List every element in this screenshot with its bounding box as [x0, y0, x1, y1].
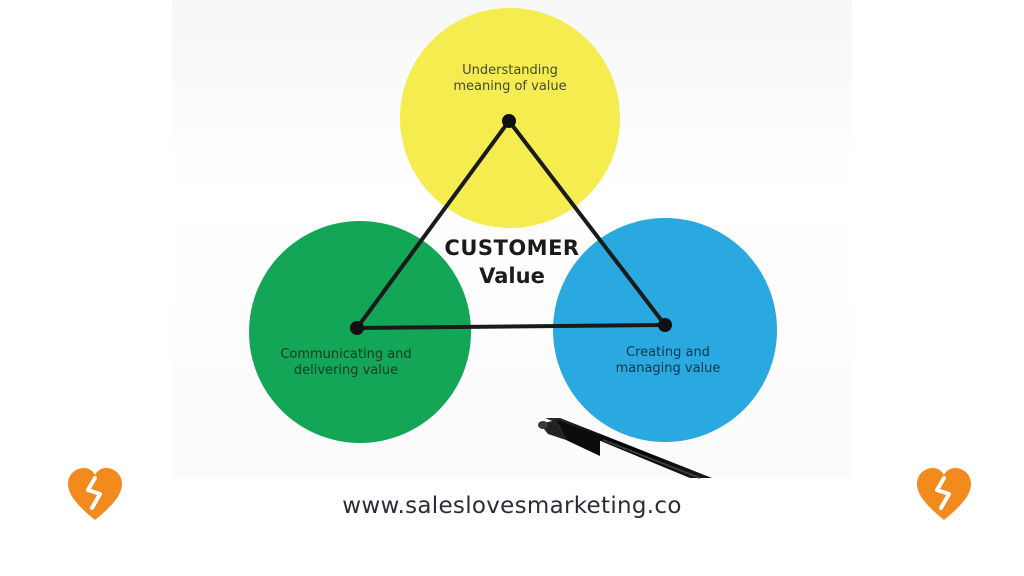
- label-creating-line1: Creating and: [626, 345, 710, 360]
- vertex-left: [350, 321, 364, 335]
- marker-pen-icon: [538, 418, 712, 479]
- label-understanding-line2: meaning of value: [453, 79, 567, 94]
- center-title-line2: Value: [479, 264, 545, 288]
- vertex-right: [658, 318, 672, 332]
- website-url[interactable]: www.saleslovesmarketing.co: [342, 493, 682, 519]
- vertex-top: [502, 114, 516, 128]
- label-communicating-line2: delivering value: [293, 363, 399, 378]
- edge-bottom: [355, 323, 667, 330]
- heart-icon-right: [917, 468, 971, 520]
- center-title-line1: CUSTOMER: [444, 236, 580, 260]
- center-title: CUSTOMER Value: [412, 234, 612, 290]
- edge-top-right: [507, 119, 667, 327]
- heart-icon-left: [68, 468, 122, 520]
- edge-top-left: [355, 119, 511, 330]
- label-understanding: Understanding meaning of value: [420, 63, 600, 95]
- label-creating: Creating and managing value: [578, 345, 758, 377]
- label-communicating: Communicating and delivering value: [256, 347, 436, 379]
- label-communicating-line1: Communicating and: [280, 347, 412, 362]
- label-creating-line2: managing value: [615, 361, 721, 376]
- label-understanding-line1: Understanding: [462, 63, 558, 78]
